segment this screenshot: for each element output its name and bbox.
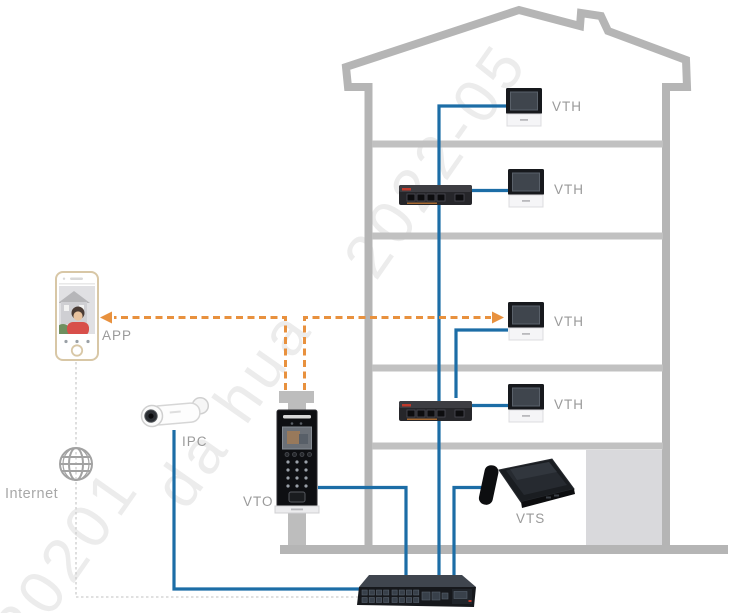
- riser-link-line: [437, 104, 506, 583]
- app-label: APP: [102, 328, 133, 343]
- vts-link-line: [452, 485, 487, 583]
- vts-label: VTS: [516, 511, 546, 526]
- vth-monitor-3: [507, 301, 545, 341]
- main-switch-ports: [361, 589, 449, 603]
- vts-handset: [478, 465, 499, 505]
- vto-link-line: [318, 485, 408, 583]
- phone-speaker: [70, 277, 83, 280]
- arrowhead-to-app: [100, 311, 112, 324]
- arrowhead-to-vth3: [492, 311, 504, 324]
- smartphone: [55, 271, 99, 361]
- internet-label: Internet: [5, 486, 59, 502]
- vth-monitor-2: [507, 168, 545, 208]
- vth1-label: VTH: [552, 99, 582, 114]
- internet-globe-icon: [59, 447, 93, 481]
- vto-card-reader: [288, 491, 306, 503]
- vth2-label: VTH: [554, 182, 584, 197]
- vth-monitor-4: [507, 383, 545, 423]
- ipc-camera: [140, 397, 210, 428]
- vto-vth3-dashed-line: [303, 316, 491, 390]
- vth3-label: VTH: [554, 314, 584, 329]
- phone-home-button: [70, 344, 84, 357]
- vto-keypad: [286, 460, 308, 488]
- vto-label: VTO: [243, 494, 274, 509]
- vto-speaker: [283, 415, 311, 419]
- vto-door-station: [274, 409, 320, 514]
- ground-line: [280, 545, 728, 554]
- phone-call-buttons: [64, 339, 90, 344]
- vto-post-cap: [279, 391, 314, 403]
- main-switch: [357, 575, 476, 607]
- phone-call-image: [59, 286, 95, 334]
- vto-app-dashed-line: [114, 316, 287, 390]
- main-switch-top: [359, 575, 476, 587]
- ipc-link-line: [172, 430, 363, 591]
- vth3-switch4-line: [454, 328, 508, 398]
- internet-link-line: [75, 362, 360, 598]
- vto-buttons: [284, 452, 312, 457]
- ground-floor-shaft-block: [586, 450, 662, 545]
- phone-camera: [62, 277, 66, 280]
- floor-switch-2: [398, 184, 473, 206]
- ipc-label: IPC: [182, 434, 208, 449]
- vts-terminal: [478, 458, 575, 508]
- floor-switch-4: [398, 400, 473, 422]
- vth4-label: VTH: [554, 397, 584, 412]
- vth-monitor-1: [505, 87, 543, 127]
- building-outline: [341, 5, 692, 545]
